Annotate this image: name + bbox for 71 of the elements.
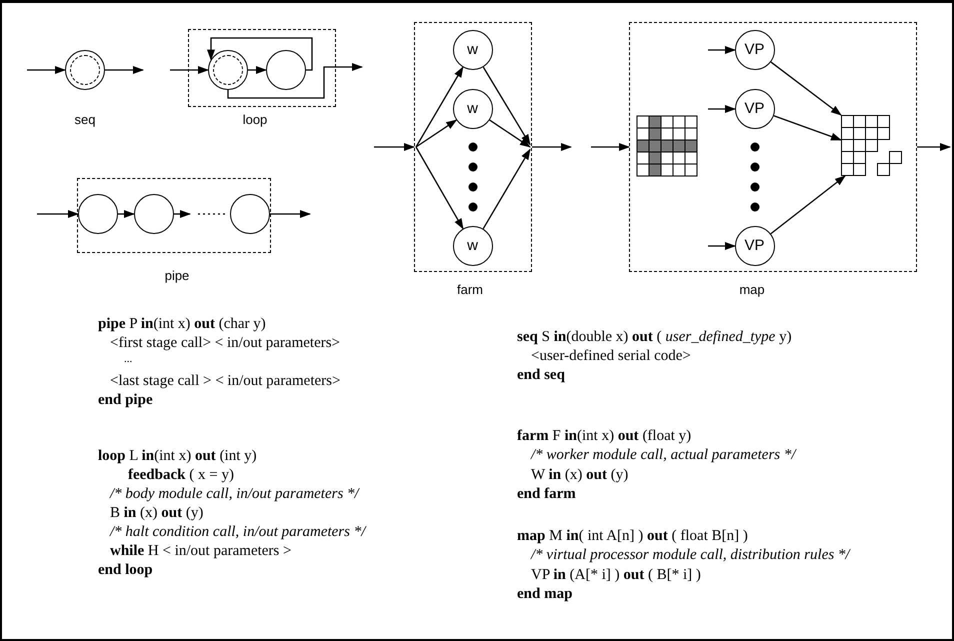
processor-circle: VP: [734, 226, 774, 266]
code-line: VP in (A[* i] ) out ( B[* i] ): [531, 566, 701, 584]
arrow: [532, 143, 572, 151]
code-line: loop L in(int x) out (int y): [98, 447, 257, 465]
module-circle: [65, 50, 105, 90]
arrow: [708, 105, 736, 113]
code-line: <first stage call> < in/out parameters>: [110, 334, 340, 352]
code-line: W in (x) out (y): [531, 466, 628, 484]
code-line: /* body module call, in/out parameters */: [110, 485, 359, 503]
module-circle: [230, 194, 270, 234]
arrow: [482, 66, 531, 146]
processor-circle: VP: [734, 30, 774, 70]
arrow: [774, 115, 842, 141]
node-label: seq: [74, 112, 96, 127]
arrow: [770, 175, 846, 234]
arrow: [917, 143, 951, 151]
arrow: [227, 63, 363, 99]
worker-circle: w: [452, 88, 492, 128]
code-line: end loop: [98, 561, 153, 579]
arrow: [416, 120, 458, 148]
module-circle: [134, 194, 174, 234]
code-line: end farm: [517, 485, 576, 503]
code-line: farm F in(int x) out (float y): [517, 427, 692, 445]
module-circle: [78, 194, 118, 234]
worker-circle: w: [452, 226, 492, 266]
code-line: <last stage call > < in/out parameters>: [110, 372, 340, 390]
node-label: loop: [242, 112, 268, 127]
arrow: [374, 143, 415, 151]
arrow: [415, 146, 464, 230]
arrow: [174, 210, 191, 218]
node-label: map: [739, 282, 765, 297]
arrow: [482, 148, 531, 230]
arrow: [270, 210, 311, 218]
arrow: [489, 120, 531, 148]
code-line: end pipe: [98, 391, 153, 409]
worker-circle: w: [452, 30, 492, 70]
arrow: [27, 66, 66, 74]
arrow: [37, 210, 79, 218]
code-line: map M in( int A[n] ) out ( float B[n] ): [517, 527, 748, 545]
code-line: feedback ( x = y): [128, 466, 234, 484]
arrow: [170, 66, 209, 74]
module-circle: [266, 50, 306, 90]
code-line: end seq: [517, 366, 565, 384]
arrow: [708, 242, 736, 250]
arrow: [770, 62, 842, 116]
arrow: [415, 66, 464, 148]
code-line: pipe P in(int x) out (char y): [98, 315, 266, 333]
code-line: end map: [517, 585, 572, 603]
node-label: pipe: [164, 268, 190, 283]
processor-circle: VP: [734, 88, 774, 128]
arrow: [708, 46, 736, 54]
code-line: /* virtual processor module call, distribution rules */: [531, 546, 850, 564]
code-line: while H < in/out parameters >: [110, 542, 292, 560]
module-circle: [208, 50, 248, 90]
code-line: /* worker module call, actual parameters */: [531, 446, 796, 464]
code-line: seq S in(double x) out ( user_defined_type y): [517, 328, 792, 346]
dashed-frame: [629, 22, 917, 272]
code-line: B in (x) out (y): [110, 504, 204, 522]
arrow: [207, 37, 313, 71]
matrix-grid-drawing: [840, 114, 902, 176]
node-label: farm: [457, 282, 483, 297]
dashed-frame: [188, 29, 336, 107]
code-line: <user-defined serial code>: [531, 347, 691, 365]
arrow: [591, 143, 630, 151]
dashed-frame: [77, 178, 271, 253]
code-line: ...: [124, 352, 132, 367]
arrow: [248, 66, 267, 74]
code-line: /* halt condition call, in/out parameters */: [110, 523, 366, 541]
dashed-frame: [414, 22, 532, 272]
arrow: [105, 66, 144, 74]
arrow: [118, 210, 135, 218]
